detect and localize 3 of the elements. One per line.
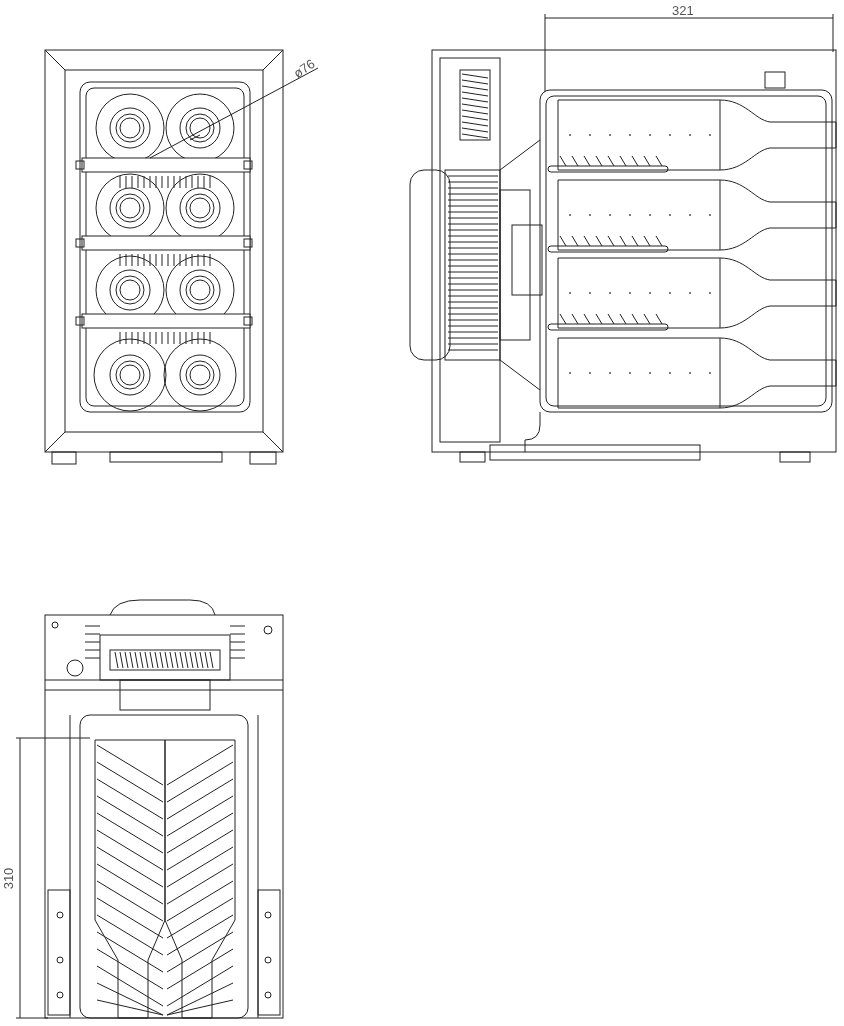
dimension-label: 310 xyxy=(2,867,16,890)
dimension-label: ø76 xyxy=(291,56,318,81)
dimension-label: 321 xyxy=(672,4,694,17)
